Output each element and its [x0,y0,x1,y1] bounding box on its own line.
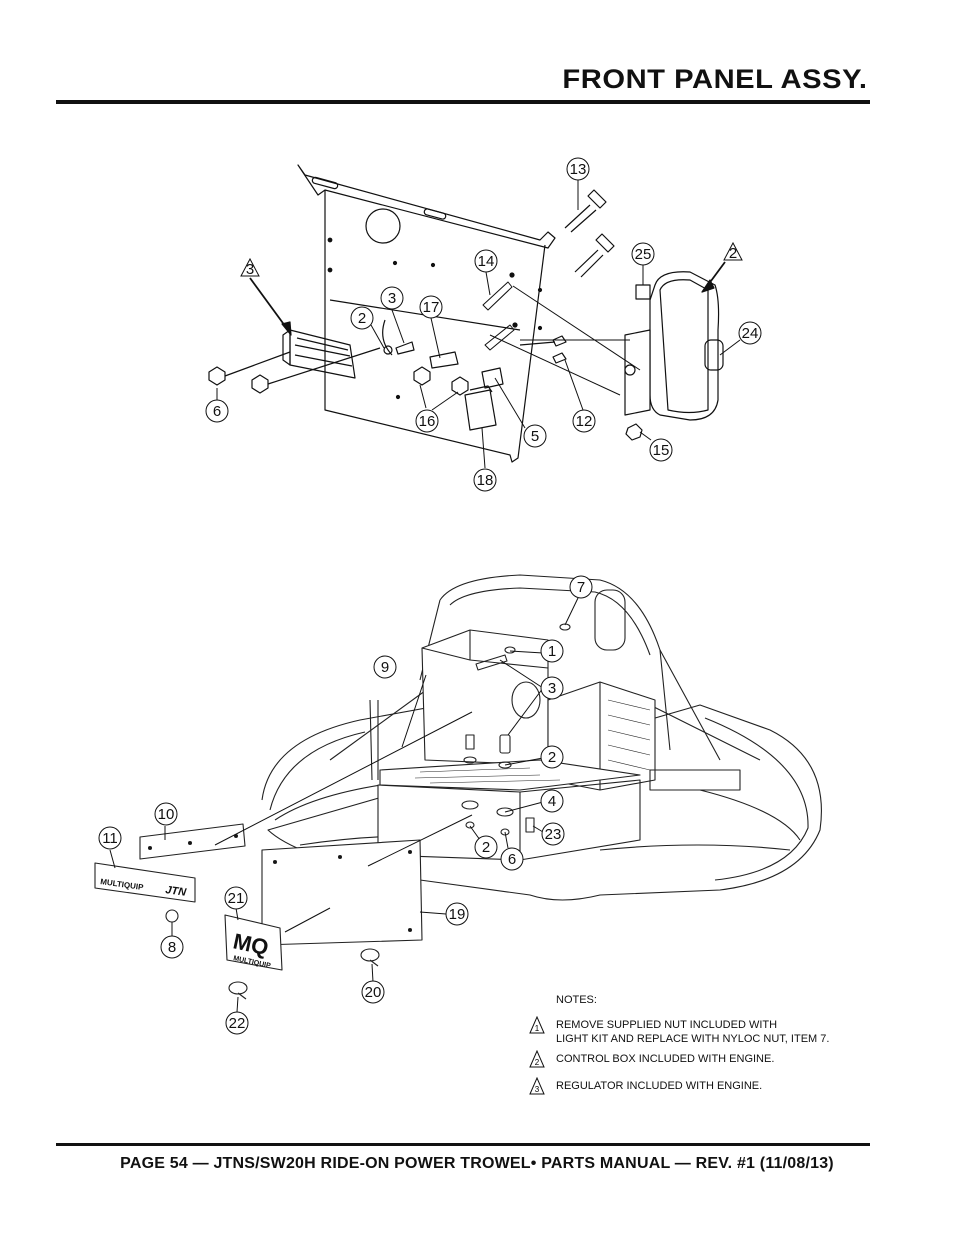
svg-text:1: 1 [548,643,556,660]
svg-text:14: 14 [478,253,495,270]
trowel-frame [94,265,822,1013]
svg-text:12: 12 [576,413,593,430]
callout-4: 4 [540,789,564,813]
callout-10: 10 [154,802,178,826]
svg-text:3: 3 [535,1085,540,1094]
triangle-flag-icon: 1 [529,1016,545,1034]
note-3-text: REGULATOR INCLUDED WITH ENGINE. [556,1080,763,1092]
callout-19: 19 [445,902,469,926]
callout-16: 16 [415,409,439,433]
callout-9: 9 [373,655,397,679]
svg-text:2: 2 [535,1058,540,1067]
flag-triangle-3: 3 [240,257,260,278]
label-jtn: JTN [165,884,188,899]
callout-21: 21 [224,886,248,910]
callouts-bottom: 7 1 9 3 2 4 10 11 23 2 6 21 19 8 20 22 [98,575,593,1035]
svg-text:3: 3 [388,290,396,307]
callout-3b: 3 [540,676,564,700]
svg-text:22: 22 [229,1015,246,1032]
notes-heading: NOTES: [556,994,597,1006]
note-1-text: REMOVE SUPPLIED NUT INCLUDED WITH LIGHT … [556,1019,830,1045]
svg-text:10: 10 [158,806,175,823]
callout-18: 18 [473,468,497,492]
header-rule [56,100,870,104]
callout-13: 13 [566,157,590,181]
callout-12: 12 [572,409,596,433]
callout-2: 2 [350,306,374,330]
callout-25: 25 [631,242,655,266]
callout-20: 20 [361,980,385,1004]
callout-11: 11 [98,826,122,850]
svg-text:19: 19 [449,906,466,923]
svg-text:11: 11 [102,830,118,847]
triangle-flag-icon: 3 [529,1077,545,1095]
callout-2c: 2 [474,835,498,859]
callout-15: 15 [649,438,673,462]
svg-text:23: 23 [545,826,562,843]
svg-text:2: 2 [548,749,556,766]
svg-text:3: 3 [246,261,254,278]
multiquip-label-text: MULTIQUIP JTN MQ MULTIQUIP [100,877,272,970]
triangle-flag-icon: 2 [529,1050,545,1068]
note-2-text: CONTROL BOX INCLUDED WITH ENGINE. [556,1053,775,1065]
svg-text:20: 20 [365,984,382,1001]
svg-text:2: 2 [358,310,366,327]
callout-3: 3 [380,286,404,310]
footer-rule [56,1143,870,1146]
svg-text:24: 24 [742,325,759,342]
callout-5: 5 [523,424,547,448]
svg-text:1: 1 [535,1024,540,1033]
callout-1: 1 [540,639,564,663]
svg-text:15: 15 [653,442,670,459]
callout-2b: 2 [540,745,564,769]
svg-text:3: 3 [548,680,556,697]
callout-22: 22 [225,1011,249,1035]
page-footer: PAGE 54 — JTNS/SW20H RIDE-ON POWER TROWE… [120,1155,834,1172]
svg-text:16: 16 [419,413,436,430]
svg-text:6: 6 [213,403,221,420]
svg-text:2: 2 [482,839,490,856]
svg-text:2: 2 [729,245,737,262]
svg-text:5: 5 [531,428,539,445]
callout-7: 7 [569,575,593,599]
callout-17: 17 [419,295,443,319]
callout-6: 6 [205,399,229,423]
callout-23: 23 [541,822,565,846]
svg-text:4: 4 [548,793,556,810]
svg-text:21: 21 [228,890,245,907]
callouts-top: 13 14 3 17 2 25 24 6 16 5 12 15 18 3 2 [205,157,762,492]
callout-8: 8 [160,935,184,959]
page-title: FRONT PANEL ASSY. [562,64,868,94]
svg-text:17: 17 [423,299,440,316]
svg-text:25: 25 [635,246,652,263]
svg-text:18: 18 [477,472,494,489]
callout-24: 24 [738,321,762,345]
svg-text:6: 6 [508,851,516,868]
svg-text:9: 9 [381,659,389,676]
svg-text:13: 13 [570,161,587,178]
svg-text:7: 7 [577,579,585,596]
callout-14: 14 [474,249,498,273]
flag-triangle-2: 2 [723,241,743,262]
callout-6b: 6 [500,847,524,871]
svg-text:8: 8 [168,939,176,956]
